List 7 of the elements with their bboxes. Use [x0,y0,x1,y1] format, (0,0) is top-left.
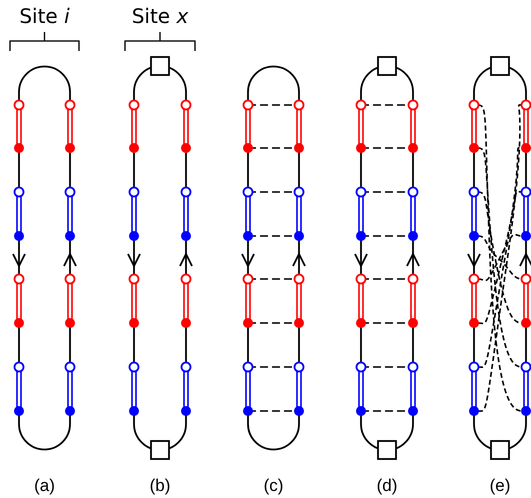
panel-label: (e) [490,477,510,494]
panel-label: (c) [264,477,284,494]
panel-label: (b) [150,477,170,494]
site-label: Site x [132,6,188,26]
panel-label: (a) [34,477,55,494]
site-label: Site i [19,6,70,26]
panel-label: (d) [376,477,398,494]
